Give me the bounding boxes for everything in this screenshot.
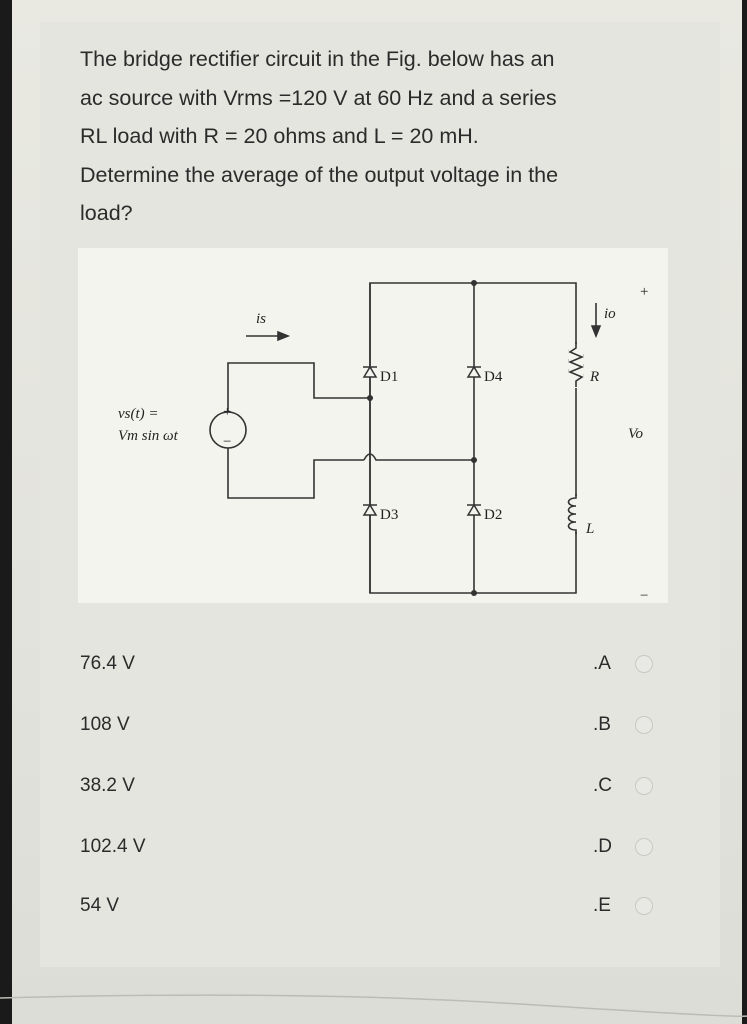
diode-d1-icon [362, 365, 378, 378]
option-value: 76.4 V [80, 653, 135, 674]
node-dot [471, 590, 477, 596]
ac-source-icon [209, 411, 247, 449]
question-line: Determine the average of the output volt… [80, 162, 559, 187]
vo-label: Vo [628, 426, 644, 442]
answer-option-d[interactable]: 102.4 V .D [80, 830, 700, 864]
answer-option-e[interactable]: 54 V .E [80, 889, 700, 923]
source-label: Vm sin ωt [118, 428, 179, 444]
node-dot [471, 280, 477, 286]
question-line: The bridge rectifier circuit in the Fig.… [80, 47, 555, 71]
diode-d2-icon [466, 503, 482, 516]
resistor-label: R [589, 369, 599, 385]
option-value: 54 V [80, 895, 120, 916]
radio-button[interactable] [635, 716, 653, 734]
question-line: load? [80, 201, 133, 225]
bridge-frame [369, 282, 577, 594]
question-line: RL load with R = 20 ohms and L = 20 mH. [80, 124, 479, 148]
answer-option-a[interactable]: 76.4 V .A [80, 647, 700, 681]
d4-label: D4 [484, 369, 503, 385]
answer-option-b[interactable]: 108 V .B [80, 708, 700, 742]
resistor-icon [567, 342, 585, 387]
option-value: 38.2 V [80, 775, 135, 796]
question-text: The bridge rectifier circuit in the Fig.… [80, 40, 690, 233]
circuit-figure: is io D1 D4 D3 D2 R L vs(t) = Vm sin ωt … [78, 248, 668, 603]
inductor-icon [567, 494, 577, 534]
answer-option-c[interactable]: 38.2 V .C [80, 769, 700, 803]
source-label: vs(t) = [118, 406, 159, 422]
io-arrow-icon [590, 325, 602, 339]
d2-label: D2 [484, 507, 502, 523]
option-letter: .A [593, 653, 611, 674]
vo-plus: + [640, 284, 648, 300]
inductor-label: L [585, 521, 594, 537]
diode-d3-icon [362, 503, 378, 516]
radio-button[interactable] [635, 838, 653, 856]
node-dot [471, 457, 477, 463]
screen-edge [0, 994, 747, 1017]
d1-label: D1 [380, 369, 398, 385]
radio-button[interactable] [635, 777, 653, 795]
question-line: ac source with Vrms =120 V at 60 Hz and … [80, 85, 557, 110]
radio-button[interactable] [635, 897, 653, 915]
io-label: io [604, 306, 616, 322]
radio-button[interactable] [635, 655, 653, 673]
option-letter: .B [593, 714, 611, 735]
crossover-wire [363, 453, 474, 461]
option-letter: .C [593, 775, 612, 796]
source-wire [227, 362, 370, 499]
is-arrow-icon [277, 330, 291, 342]
source-plus: + [223, 404, 231, 420]
diode-d4-icon [466, 365, 482, 378]
vo-minus: − [640, 588, 648, 603]
d3-label: D3 [380, 507, 398, 523]
option-letter: .D [593, 836, 612, 857]
node-dot [367, 395, 373, 401]
is-label: is [256, 311, 266, 327]
source-minus: − [223, 434, 231, 450]
option-value: 108 V [80, 714, 130, 735]
option-letter: .E [593, 895, 611, 916]
option-value: 102.4 V [80, 836, 146, 857]
bridge-rectifier-diagram: is io D1 D4 D3 D2 R L vs(t) = Vm sin ωt … [118, 280, 648, 603]
